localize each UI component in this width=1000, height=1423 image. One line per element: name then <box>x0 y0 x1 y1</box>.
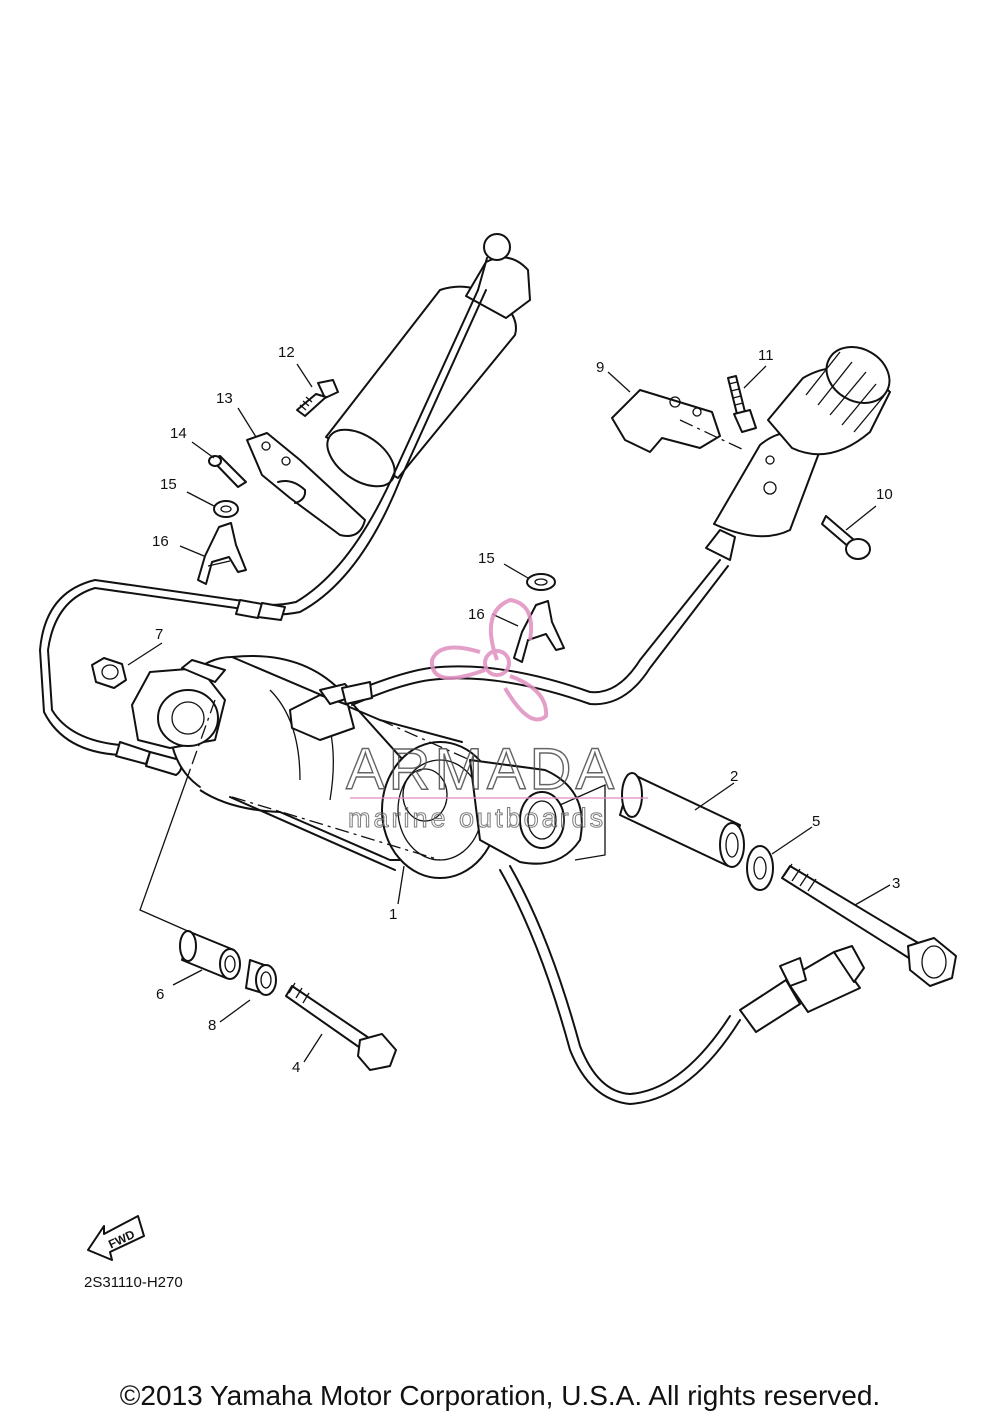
shock-absorber-part-1 <box>131 655 583 879</box>
propeller-logo-icon <box>429 597 549 722</box>
assembly-lines <box>139 699 606 933</box>
clip-part-16-right <box>513 600 565 663</box>
callout-16-right: 16 <box>468 606 485 623</box>
reservoir-hose <box>39 289 487 776</box>
fwd-arrow-icon: FWD <box>87 1215 145 1261</box>
callout-4: 4 <box>292 1059 300 1076</box>
callout-13: 13 <box>216 390 233 407</box>
sensor-cable <box>499 865 865 1105</box>
pin-part-14 <box>208 455 247 488</box>
nut-part-7 <box>91 657 127 689</box>
copyright-notice: ©2013 Yamaha Motor Corporation, U.S.A. A… <box>119 1380 881 1411</box>
collar-part-8 <box>245 959 277 996</box>
washer-part-15-left <box>213 500 239 518</box>
collar-part-2 <box>619 772 745 868</box>
bolt-part-10 <box>821 515 871 560</box>
washer-part-5 <box>746 845 774 891</box>
remote-adjuster-hose <box>341 559 729 706</box>
callout-1: 1 <box>389 906 397 923</box>
armada-watermark: ARMADA marine outboards <box>345 597 648 834</box>
callout-15-right: 15 <box>478 550 495 567</box>
bolt-part-3 <box>781 863 957 987</box>
callout-6: 6 <box>156 986 164 1003</box>
bolt-part-12 <box>296 379 339 417</box>
bolt-part-4 <box>285 982 397 1071</box>
bracket-part-13 <box>246 432 366 537</box>
watermark-brand: ARMADA <box>346 737 618 802</box>
callout-5: 5 <box>812 813 820 830</box>
callout-3: 3 <box>892 875 900 892</box>
callout-labels: 12 13 14 15 16 7 9 11 10 15 16 2 5 3 1 6… <box>152 344 900 1076</box>
reservoir <box>325 233 531 488</box>
bracket-part-9 <box>611 389 745 453</box>
callout-15-left: 15 <box>160 476 177 493</box>
callout-12: 12 <box>278 344 295 361</box>
callout-11: 11 <box>758 347 774 364</box>
callout-10: 10 <box>876 486 893 503</box>
collar-part-6 <box>179 930 241 980</box>
washer-part-15-right <box>526 573 556 591</box>
callout-9: 9 <box>596 359 604 376</box>
diagram-code: 2S31110-H270 <box>84 1274 183 1291</box>
callout-14: 14 <box>170 425 187 442</box>
callout-2: 2 <box>730 768 738 785</box>
watermark-tagline: marine outboards <box>348 803 606 833</box>
bolt-part-11 <box>727 375 757 433</box>
callout-16-left: 16 <box>152 533 169 550</box>
callout-7: 7 <box>155 626 163 643</box>
clip-part-16-left <box>197 522 247 585</box>
remote-adjuster <box>705 346 891 561</box>
callout-8: 8 <box>208 1017 216 1034</box>
callout-leaders <box>127 363 891 1063</box>
